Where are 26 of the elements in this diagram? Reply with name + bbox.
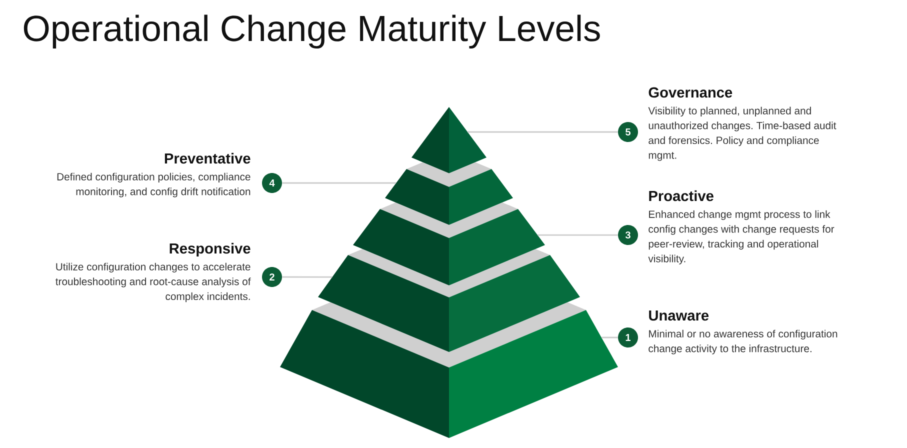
pyramid-tier [385, 162, 513, 225]
leader-line [468, 131, 618, 133]
level-heading: Responsive [170, 242, 250, 257]
pyramid-tier [353, 202, 545, 286]
level-description: Utilize configuration changes to accelerate troubleshooting and root-cause analysis of complex incidents. [56, 262, 251, 302]
pyramid-tier [318, 248, 580, 352]
number-badge: 3 [618, 225, 638, 245]
pyramid-tier [280, 302, 618, 438]
number-badge: 5 [618, 122, 638, 142]
level-heading: Governance [648, 87, 732, 98]
number-badge: 4 [262, 173, 282, 193]
level-heading: Preventative [164, 152, 250, 164]
number-badge: 1 [618, 328, 638, 348]
leader-line [602, 336, 618, 338]
leader-line [282, 182, 396, 184]
level-heading: Unaware [649, 310, 709, 321]
title: Operational Change Maturity Levels [24, 14, 600, 49]
leader-line [282, 276, 332, 278]
level-description: Enhanced change mgmt process to link config changes with change requests for peer-review, tracking and operational visibility. [648, 210, 834, 264]
number-badge: 2 [262, 267, 282, 287]
leader-line [538, 234, 618, 236]
level-description: Defined configuration policies, compliance monitoring, and config drift notification [57, 172, 250, 198]
level-heading: Proactive [649, 190, 714, 202]
level-description: Visibility to planned, unplanned and unauthorized changes. Time-based audit and forensics. Policy and compliance mgmt. [648, 106, 836, 161]
pyramid-tier [412, 107, 486, 174]
level-description: Minimal or no awareness of configuration change activity to the infrastructure. [648, 330, 838, 354]
